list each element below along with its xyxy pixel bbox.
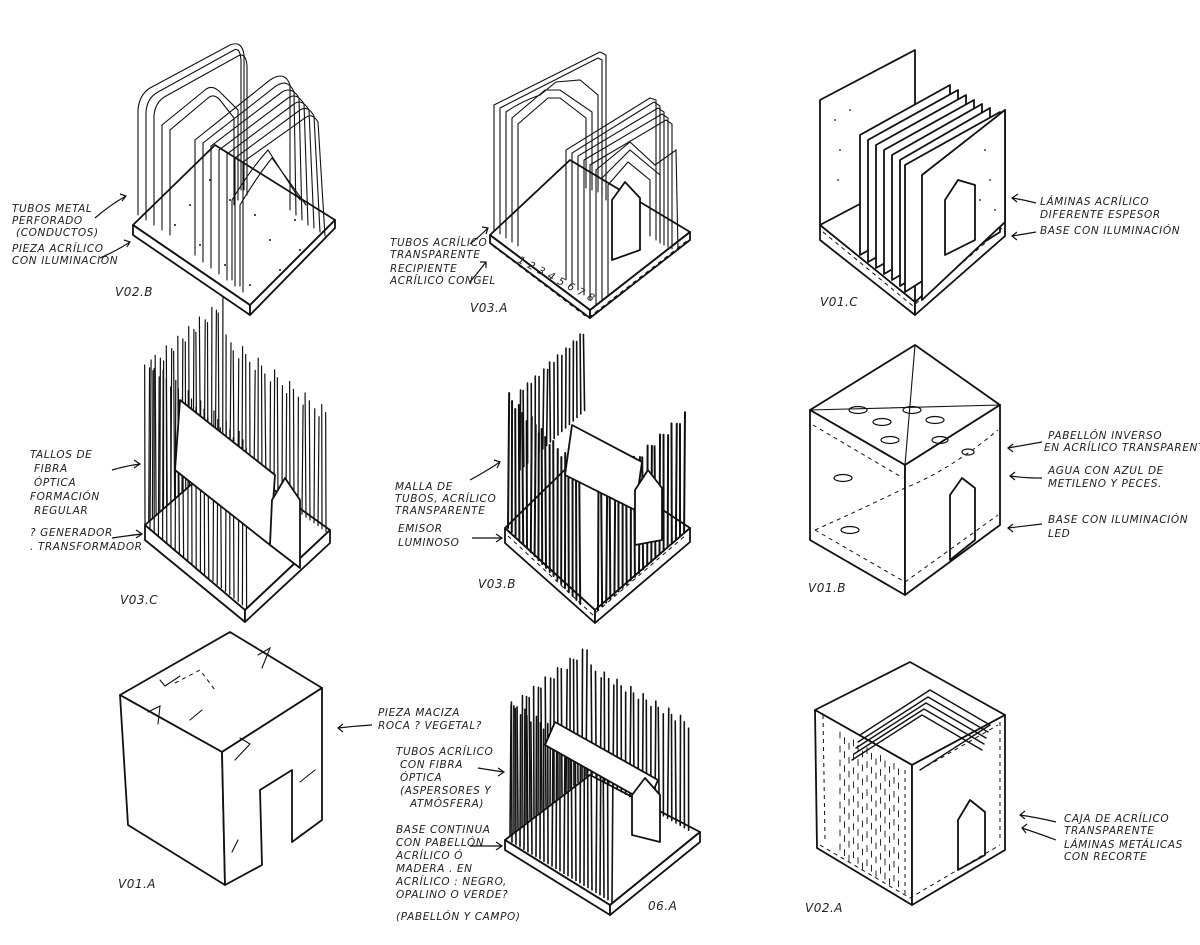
v02a-annotation-2: TRANSPARENTE bbox=[1064, 825, 1154, 837]
v02b-code: V02.B bbox=[115, 285, 153, 299]
v03c-annotation-6: ? GENERADOR bbox=[30, 527, 113, 539]
v03c-annotation-3: ÓPTICA bbox=[34, 476, 76, 489]
v01b-code: V01.B bbox=[808, 581, 846, 595]
v01a-annotation-2: ROCA ? VEGETAL? bbox=[378, 720, 482, 732]
v03a-annotation-1: TUBOS ACRÍLICO bbox=[390, 236, 487, 249]
v02a-annotation-3: LÁMINAS METÁLICAS bbox=[1064, 838, 1183, 851]
v03a-annotation-3: RECIPIENTE bbox=[390, 263, 457, 275]
v03b-annotation-2: TUBOS, ACRÍLICO bbox=[395, 492, 496, 505]
sketch-v03a: 1 2 3 4 5 6 7 8 TUBOS ACRÍLICO TRANSPARE… bbox=[389, 51, 691, 319]
v02a-annotation-4: CON RECORTE bbox=[1064, 851, 1147, 863]
v01b-annotation-2: EN ACRÍLICO TRANSPARENTE bbox=[1044, 441, 1200, 454]
v01b-annotation-1: PABELLÓN INVERSO bbox=[1048, 429, 1162, 442]
v03c-annotation-2: FIBRA bbox=[34, 463, 68, 475]
v01c-annotation-3: BASE CON ILUMINACIÓN bbox=[1040, 224, 1180, 237]
v01b-annotation-6: LED bbox=[1048, 528, 1070, 540]
sketch-v02a: CAJA DE ACRÍLICO TRANSPARENTE LÁMINAS ME… bbox=[805, 661, 1183, 915]
v03b-annotation-4: EMISOR bbox=[398, 523, 443, 535]
v02b-annotation-3: (CONDUCTOS) bbox=[16, 227, 99, 239]
v06a-code: 06.A bbox=[648, 899, 677, 913]
v03b-annotation-1: MALLA DE bbox=[395, 481, 453, 493]
sketch-v01b: PABELLÓN INVERSO EN ACRÍLICO TRANSPARENT… bbox=[808, 344, 1200, 596]
v03c-annotation-7: . TRANSFORMADOR bbox=[30, 541, 143, 553]
v01a-code: V01.A bbox=[118, 877, 156, 891]
v06a-annotation-2: CON FIBRA bbox=[400, 759, 463, 771]
v03a-code: V03.A bbox=[470, 301, 508, 315]
v06a-annotation-7: CON PABELLÓN bbox=[396, 836, 484, 849]
v01b-annotation-5: BASE CON ILUMINACIÓN bbox=[1048, 513, 1188, 526]
v06a-annotation-1: TUBOS ACRÍLICO bbox=[396, 745, 493, 758]
v03c-code: V03.C bbox=[120, 593, 158, 607]
v03b-code: V03.B bbox=[478, 577, 516, 591]
v01b-annotation-3: AGUA CON AZUL DE bbox=[1047, 465, 1164, 477]
sketch-v03b: MALLA DE TUBOS, ACRÍLICO TRANSPARENTE EM… bbox=[395, 333, 691, 624]
v01a-annotation-1: PIEZA MACIZA bbox=[378, 707, 460, 719]
v03c-annotation-5: REGULAR bbox=[34, 505, 88, 517]
sketch-06a: TUBOS ACRÍLICO CON FIBRA ÓPTICA (ASPERSO… bbox=[395, 648, 701, 923]
v03a-annotation-2: TRANSPARENTE bbox=[390, 249, 480, 261]
sketch-v01c: LÁMINAS ACRÍLICO DIFERENTE ESPESOR BASE … bbox=[819, 49, 1180, 316]
v06a-annotation-10: ACRÍLICO : NEGRO, bbox=[395, 875, 507, 888]
sketch-v02b: TUBOS METAL PERFORADO (CONDUCTOS) PIEZA … bbox=[12, 43, 336, 316]
v01c-annotation-2: DIFERENTE ESPESOR bbox=[1040, 209, 1161, 221]
v01c-code: V01.C bbox=[820, 295, 858, 309]
v03c-annotation-4: FORMACIÓN bbox=[30, 490, 100, 503]
v03c-annotation-1: TALLOS DE bbox=[30, 449, 92, 461]
v06a-annotation-5: ATMÓSFERA) bbox=[409, 797, 484, 810]
v02b-annotation-2: PERFORADO bbox=[12, 215, 83, 227]
v03b-annotation-5: LUMINOSO bbox=[398, 537, 460, 549]
v03b-annotation-3: TRANSPARENTE bbox=[395, 505, 485, 517]
v02b-annotation-4: PIEZA ACRÍLICO bbox=[12, 242, 104, 255]
v02b-annotation-5: CON ILUMINACIÓN bbox=[12, 254, 118, 267]
sketch-v03c: TALLOS DE FIBRA ÓPTICA FORMACIÓN REGULAR… bbox=[30, 297, 331, 623]
v06a-annotation-4: (ASPERSORES Y bbox=[400, 785, 492, 797]
v06a-annotation-11: OPALINO O VERDE? bbox=[396, 889, 508, 901]
v06a-annotation-12: (PABELLÓN Y CAMPO) bbox=[396, 910, 521, 923]
v06a-annotation-9: MADERA . EN bbox=[396, 863, 473, 875]
v02a-annotation-1: CAJA DE ACRÍLICO bbox=[1064, 812, 1169, 825]
v06a-annotation-3: ÓPTICA bbox=[400, 771, 442, 784]
v03a-annotation-4: ACRÍLICO CONGEL bbox=[389, 274, 496, 287]
sketch-v01a: PIEZA MACIZA ROCA ? VEGETAL? V01.A bbox=[118, 631, 482, 891]
v06a-annotation-8: ACRÍLICO Ó bbox=[395, 849, 463, 862]
v01b-annotation-4: METILENO Y PECES. bbox=[1048, 478, 1162, 490]
v02a-code: V02.A bbox=[805, 901, 843, 915]
v06a-annotation-6: BASE CONTINUA bbox=[396, 824, 491, 836]
v02b-annotation-1: TUBOS METAL bbox=[12, 203, 92, 215]
v01c-annotation-1: LÁMINAS ACRÍLICO bbox=[1040, 195, 1149, 208]
